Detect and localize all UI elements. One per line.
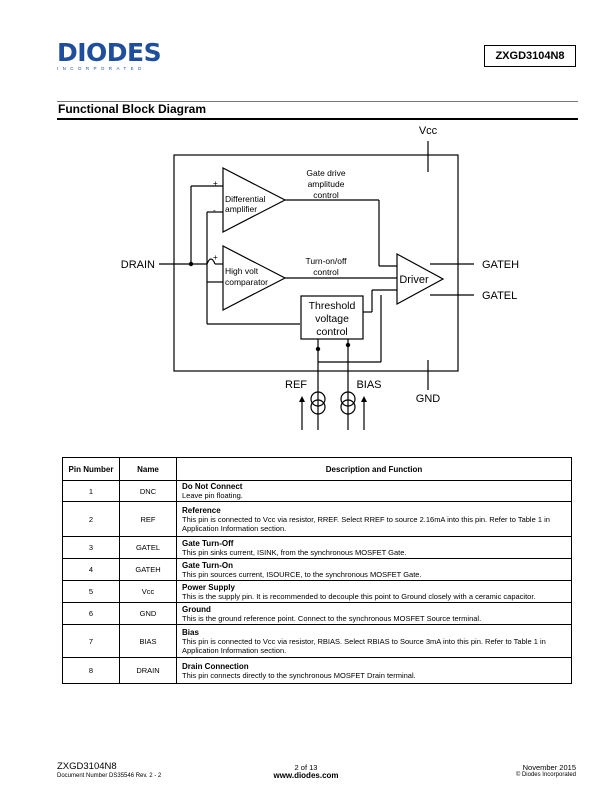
threshold-label-1: Threshold xyxy=(309,300,356,312)
pin-name: Vcc xyxy=(119,580,177,603)
pin-title: Gate Turn-Off xyxy=(182,538,234,548)
pin-name: DRAIN xyxy=(119,657,177,684)
col-name: Name xyxy=(119,457,177,481)
col-pin-number: Pin Number xyxy=(62,457,120,481)
pin-number: 6 xyxy=(62,602,120,625)
section-underline xyxy=(57,118,578,120)
pin-title: Bias xyxy=(182,627,199,637)
table-header-row: Pin Number Name Description and Function xyxy=(62,457,572,481)
hv-comp-label-1: High volt xyxy=(225,266,259,276)
pin-desc-text: Leave pin floating. xyxy=(182,491,243,500)
pin-number: 7 xyxy=(62,624,120,658)
pin-title: Power Supply xyxy=(182,582,235,592)
pin-number: 4 xyxy=(62,558,120,581)
comp-minus: - xyxy=(213,277,216,286)
pin-name: DNC xyxy=(119,480,177,502)
footer-doc-number: Document Number DS35546 Rev. 2 - 2 xyxy=(57,773,162,779)
pin-desc-text: This is the ground reference point. Conn… xyxy=(182,613,482,623)
diff-minus: - xyxy=(213,206,216,215)
pin-number: 5 xyxy=(62,580,120,603)
footer-page-number: 2 of 13 xyxy=(294,763,318,772)
pin-number: 2 xyxy=(62,501,120,537)
section-top-rule xyxy=(57,101,578,102)
pin-desc-text: This pin sources current, ISOURCE, to th… xyxy=(182,569,422,579)
gateh-label: GATEH xyxy=(482,259,519,271)
footer-date: November 2015 xyxy=(522,763,576,772)
pin-title: Drain Connection xyxy=(182,661,249,671)
pin-desc-text: This pin sinks current, ISINK, from the … xyxy=(182,547,407,557)
driver-block xyxy=(396,252,445,306)
gate-drive-label-2: amplitude xyxy=(308,179,345,189)
pin-desc-text: This pin is connected to Vcc via resisto… xyxy=(182,636,546,655)
threshold-voltage-control xyxy=(300,295,364,340)
differential-amplifier xyxy=(222,167,287,233)
diff-plus: + xyxy=(213,179,218,188)
col-description: Description and Function xyxy=(176,457,572,481)
pin-name: BIAS xyxy=(119,624,177,658)
turn-onoff-label-1: Turn-on/off xyxy=(305,256,347,266)
gate-drive-label-1: Gate drive xyxy=(306,168,345,178)
pin-number: 3 xyxy=(62,536,120,559)
footer-copyright: © Diodes Incorporated xyxy=(515,772,576,778)
pin-title: Gate Turn-On xyxy=(182,560,233,570)
pin-description-table: Pin Number Name Description and Function… xyxy=(62,457,572,684)
pin-title: Reference xyxy=(182,505,221,515)
high-volt-comparator xyxy=(222,245,287,311)
gnd-label: GND xyxy=(416,393,441,405)
gatel-label: GATEL xyxy=(482,290,517,302)
diodes-logo: DIODES INCORPORATED xyxy=(57,38,162,71)
footer-website-link[interactable]: www.diodes.com xyxy=(273,771,339,780)
pin-desc-text: This pin connects directly to the synchr… xyxy=(182,670,416,680)
footer-part-number: ZXGD3104N8 xyxy=(57,761,117,772)
pin-title: Do Not Connect xyxy=(182,482,243,491)
pin-name: GATEL xyxy=(119,536,177,559)
vcc-label: Vcc xyxy=(419,125,438,137)
threshold-label-3: control xyxy=(316,326,348,338)
part-number-box: ZXGD3104N8 xyxy=(484,45,576,67)
section-title: Functional Block Diagram xyxy=(58,102,207,116)
pin-desc-text: This is the supply pin. It is recommende… xyxy=(182,591,536,601)
pin-title: Ground xyxy=(182,604,211,614)
threshold-label-2: voltage xyxy=(315,313,349,325)
turn-onoff-label-2: control xyxy=(313,267,339,277)
ref-label: REF xyxy=(285,379,307,391)
pin-number: 1 xyxy=(62,480,120,502)
diff-amp-label-2: amplifier xyxy=(225,204,257,214)
pin-name: REF xyxy=(119,501,177,537)
hv-comp-label-2: comparator xyxy=(225,277,268,287)
pin-desc-text: This pin is connected to Vcc via resisto… xyxy=(182,514,550,533)
bias-label: BIAS xyxy=(356,379,381,391)
pin-number: 8 xyxy=(62,657,120,684)
functional-block-diagram: Vcc DRAIN GATEH GATEL REF BIAS GND + - +… xyxy=(121,125,519,430)
ic-outline xyxy=(173,154,459,372)
logo-subtitle: INCORPORATED xyxy=(57,66,146,71)
gate-drive-label-3: control xyxy=(313,190,339,200)
diff-amp-label-1: Differential xyxy=(225,194,266,204)
pin-name: GATEH xyxy=(119,558,177,581)
pin-name: GND xyxy=(119,602,177,625)
driver-label: Driver xyxy=(399,274,429,286)
comp-plus: + xyxy=(213,253,218,262)
drain-label: DRAIN xyxy=(121,259,155,271)
logo-wordmark: DIODES xyxy=(57,38,162,67)
